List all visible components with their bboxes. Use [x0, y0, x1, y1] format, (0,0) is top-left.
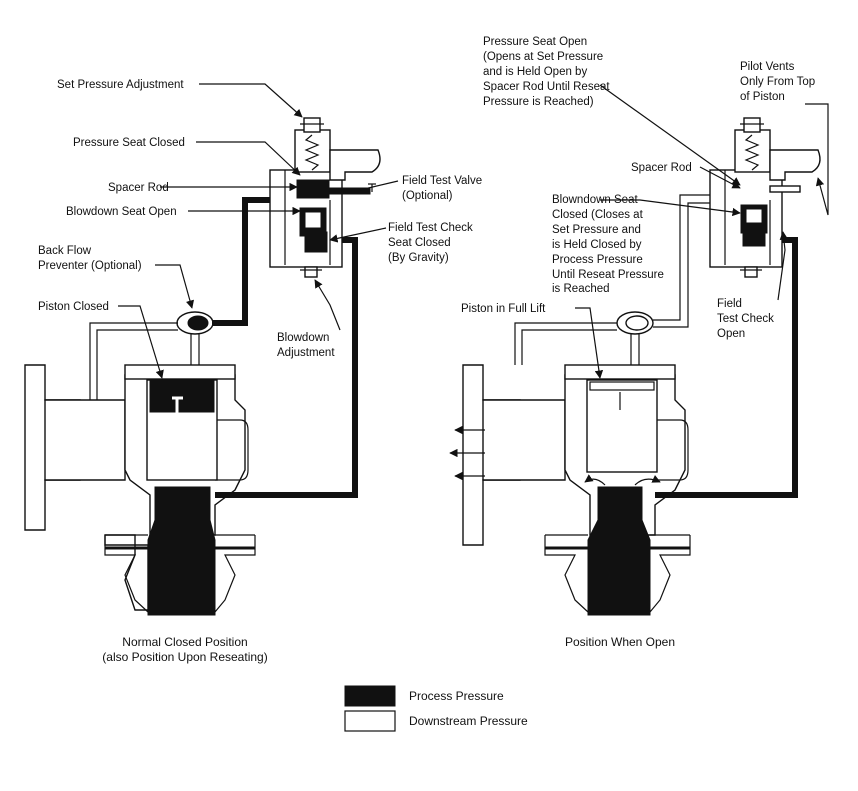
label-blowdown-seat-open: Blowdown Seat Open [66, 206, 177, 218]
label-pso-1: Pressure Seat Open [483, 36, 587, 48]
label-pso-5: Pressure is Reached) [483, 96, 594, 108]
right-labels: Pressure Seat Open (Opens at Set Pressur… [461, 36, 815, 649]
label-piston-closed: Piston Closed [38, 301, 109, 313]
label-field-test-check-2: Seat Closed [388, 237, 451, 249]
label-pso-2: (Opens at Set Pressure [483, 51, 603, 63]
left-outlet-body [44, 399, 126, 481]
legend-downstream-label: Downstream Pressure [409, 714, 528, 728]
label-ftco-2: Test Check [717, 313, 774, 325]
label-set-pressure-adjustment: Set Pressure Adjustment [57, 79, 184, 91]
right-piston-lifted [586, 379, 658, 473]
label-bsc-1: Blowndown Seat [552, 194, 638, 206]
label-back-flow-1: Back Flow [38, 245, 92, 257]
label-bsc-4: is Held Closed by [552, 239, 642, 251]
left-leaders [118, 83, 399, 379]
left-set-screw [303, 117, 321, 133]
label-field-test-valve-1: Field Test Valve [402, 175, 482, 187]
right-valve [449, 117, 821, 616]
left-piston-closed [149, 379, 215, 413]
label-pilot-vents-1: Pilot Vents [740, 61, 795, 73]
legend: Process Pressure Downstream Pressure [344, 685, 528, 732]
label-pso-4: Spacer Rod Until Reseat [483, 81, 610, 93]
label-ftco-3: Open [717, 328, 745, 340]
left-side-loop [215, 419, 249, 481]
label-bsc-7: is Reached [552, 283, 610, 295]
legend-swatch-process [344, 685, 396, 707]
label-field-test-valve-2: (Optional) [402, 190, 453, 202]
label-piston-full-lift: Piston in Full Lift [461, 303, 546, 315]
right-leaders [575, 84, 829, 379]
label-back-flow-2: Preventer (Optional) [38, 260, 142, 272]
left-top-plate [124, 364, 236, 380]
label-field-test-check-3: (By Gravity) [388, 252, 449, 264]
legend-process-label: Process Pressure [409, 689, 504, 703]
label-spacer-rod-left: Spacer Rod [108, 182, 169, 194]
label-pilot-vents-2: Only From Top [740, 76, 815, 88]
caption-right: Position When Open [565, 635, 675, 649]
left-labels: Set Pressure Adjustment Pressure Seat Cl… [38, 79, 482, 664]
label-field-test-check-1: Field Test Check [388, 222, 473, 234]
label-bsc-5: Process Pressure [552, 254, 643, 266]
label-bsc-2: Closed (Closes at [552, 209, 644, 221]
label-bsc-6: Until Reseat Pressure [552, 269, 664, 281]
left-spring [304, 134, 320, 171]
label-spacer-rod-right: Spacer Rod [631, 162, 692, 174]
label-pilot-vents-3: of Piston [740, 91, 785, 103]
legend-swatch-downstream [344, 710, 396, 732]
right-inlet-process [587, 486, 651, 616]
caption-left-2: (also Position Upon Reseating) [102, 650, 267, 664]
label-pressure-seat-closed: Pressure Seat Closed [73, 137, 185, 149]
left-inlet-flange-l [104, 534, 149, 611]
left-exhaust [329, 149, 381, 181]
label-blowdown-adj-2: Adjustment [277, 347, 335, 359]
label-pso-3: and is Held Open by [483, 66, 587, 78]
label-ftco-1: Field [717, 298, 742, 310]
caption-left-1: Normal Closed Position [122, 635, 247, 649]
label-bsc-3: Set Pressure and [552, 224, 641, 236]
left-valve [24, 117, 381, 616]
left-check-seat [304, 231, 328, 253]
label-blowdown-adj-1: Blowdown [277, 332, 329, 344]
left-inlet-process [147, 486, 216, 616]
left-pressure-seat [296, 179, 330, 199]
left-pilot-bonnet [294, 129, 331, 173]
